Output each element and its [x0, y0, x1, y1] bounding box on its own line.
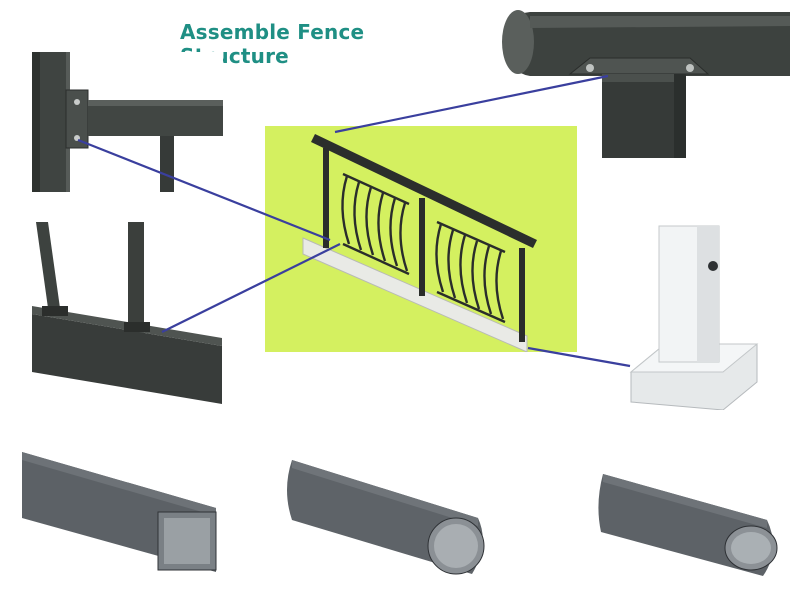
- post-rail-bracket-image: [8, 52, 223, 192]
- oval-tube-image: [595, 470, 785, 580]
- page-title: Assemble Fence Structure: [180, 20, 365, 68]
- rectangular-tube-image: [20, 448, 220, 578]
- bottom-rail-baluster-image: [30, 222, 222, 404]
- rounded-tube-image: [282, 454, 492, 580]
- white-post-base-image: [625, 222, 765, 410]
- stair-railing-assembly-image: [265, 126, 577, 352]
